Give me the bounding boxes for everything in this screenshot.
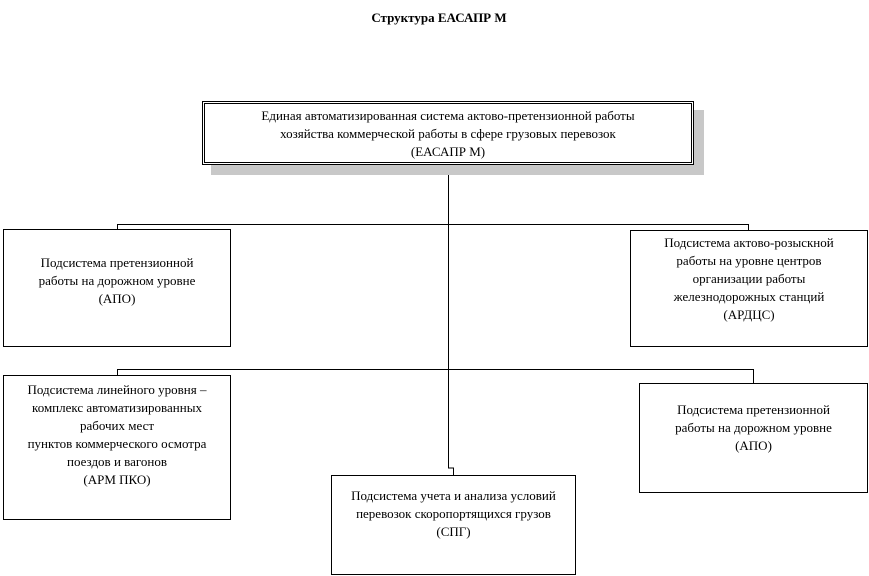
root-line-2: хозяйства коммерческой работы в сфере гр… — [280, 126, 616, 141]
root-line-1: Единая автоматизированная система актово… — [261, 108, 635, 123]
subsystem-arm-pko-box: Подсистема линейного уровня – комплекс а… — [3, 375, 231, 520]
subsystem-ardcs-box: Подсистема актово-розыскной работы на ур… — [630, 230, 868, 347]
level1-bus-connector — [117, 224, 749, 230]
subsystem-apo-box-top: Подсистема претензионной работы на дорож… — [3, 229, 231, 347]
subsystem-apo-box-bottom: Подсистема претензионной работы на дорож… — [639, 383, 868, 493]
trunk-connector — [448, 162, 454, 475]
subsystem-spg-box: Подсистема учета и анализа условий перев… — [331, 475, 576, 575]
diagram-title: Структура ЕАСАПР М — [371, 10, 507, 25]
root-line-3: (ЕАСАПР М) — [410, 144, 486, 159]
level2-bus-connector — [117, 369, 754, 383]
root-system-box: Единая автоматизированная система актово… — [202, 101, 694, 165]
